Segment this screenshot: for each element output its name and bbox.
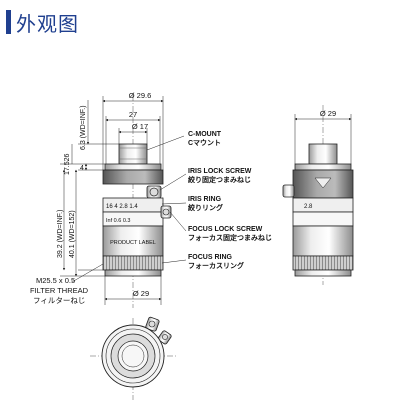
dim-dia-17: Ø 17 [132,122,148,131]
iris-scale-text: 16 4 2.8 1.4 [106,204,138,210]
filter-thread-size: M25.5 x 0.5 [36,276,75,285]
dim-39-2: 39.2 (WD=INF.) [57,210,64,258]
focus-ring [102,255,164,271]
callout-iris-lock-screw-en: IRIS LOCK SCREW [188,168,252,175]
callout-focus-lock-screw-en: FOCUS LOCK SCREW [188,226,263,233]
callout-iris-lock-screw-jp: 絞り固定つまみねじ [188,175,251,184]
c-mount [118,143,148,165]
dim-17-526: 17.526 [64,153,71,175]
callout-iris-ring-en: IRIS RING [188,196,222,203]
callout-c-mount-en: C-MOUNT [188,131,222,138]
callout-focus-lock-screw-jp: フォーカス固定つまみねじ [188,233,272,242]
lens-body [102,225,164,257]
side-view: 2.8 Ø 29 [282,105,354,285]
dim-dia-29-6: Ø 29.6 [129,91,152,100]
dim-6-3: 6.3 (WD=INF.) [80,105,87,150]
callout-focus-ring-en: FOCUS RING [188,254,233,261]
title-accent-bar [6,10,11,34]
iris-lock-screw [146,185,162,199]
filter-thread-en: FILTER THREAD [30,286,89,295]
dim-dia-29: Ø 29 [133,289,149,298]
bottom-iris-screw [145,316,160,332]
iris-ring-band [102,169,164,185]
dim-4: 4 [80,165,84,172]
side-marking: 2.8 [304,204,313,210]
focus-scale-text: Inf 0.6 0.3 [106,218,130,224]
bottom-view [90,316,178,400]
filter-thread-jp: フィルターねじ [33,296,85,305]
bottom-focus-screw [157,330,172,345]
focus-lock-screw [160,205,172,219]
dim-27: 27 [129,110,137,119]
callout-c-mount-jp: Cマウント [188,138,221,147]
front-view: 16 4 2.8 1.4 Inf 0.6 0.3 PRODUCT LABEL [30,91,172,308]
page-title: 外观图 [16,12,79,36]
callout-focus-ring-jp: フォーカスリング [188,261,244,270]
product-label: PRODUCT LABEL [110,240,156,246]
callout-iris-ring-jp: 絞りリング [188,203,223,212]
side-iris-lock-screw [282,184,295,198]
callouts [146,135,187,264]
dim-40-1: 40.1 (WD=152) [69,210,76,258]
side-dim-dia-29: Ø 29 [320,109,336,118]
